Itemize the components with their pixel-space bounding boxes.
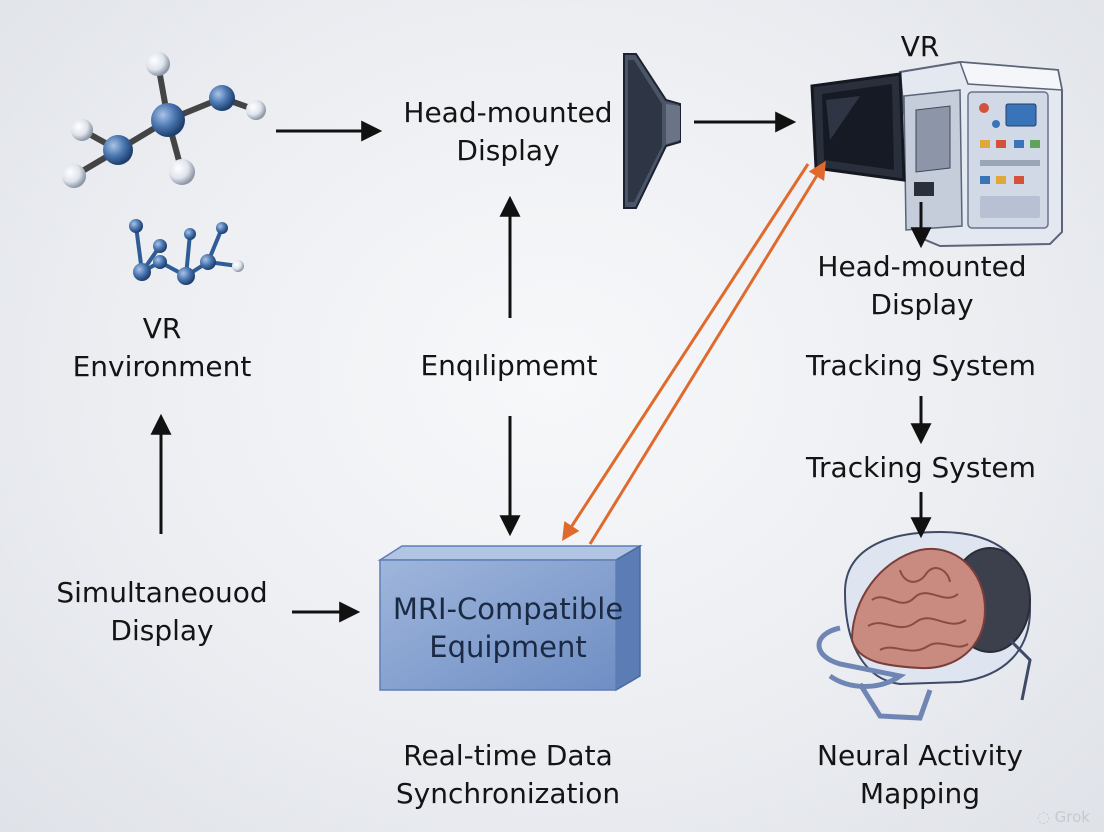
neural-activity-label: Neural Activity Mapping [800,737,1040,813]
tracking-system-2-label: Tracking System [796,449,1046,487]
molecule-small-icon [129,219,244,285]
vr-top-line-1: VR [900,30,940,63]
vr-environment-label: VR Environment [62,310,262,386]
watermark-logo-icon: ◌ [1036,808,1055,826]
vr-console-icon [810,60,1063,248]
hmd-right-line-1: Head-mounted [817,250,1027,283]
simultaneous-display-label: Simultaneouod Display [40,574,284,650]
mri-box-label: MRI-Compatible Equipment [382,590,634,666]
vr-environment-line-2: Environment [72,350,252,383]
hmd-top-label: Head-mounted Display [388,94,628,170]
realtime-line-2: Synchronization [395,777,621,810]
mri-scanner-brain-icon [816,530,1032,721]
hmd-right-label: Head-mounted Display [802,248,1042,324]
hmd-top-line-2: Display [456,134,560,167]
watermark-text: Grok [1054,808,1090,826]
simultaneous-line-2: Display [110,614,214,647]
mri-equipment-box [377,544,643,692]
realtime-line-1: Real-time Data [403,739,613,772]
vr-top-label: VR [880,28,960,66]
vr-environment-line-1: VR [142,312,182,345]
molecule-icon [62,52,266,188]
sync-arrow-to-mri [562,163,810,542]
watermark: ◌ Grok [1037,808,1090,826]
hmd-top-line-1: Head-mounted [403,96,613,129]
equipment-line-1: Enqılipmemt [420,349,598,382]
hmd-lens-icon [623,53,681,209]
neural-line-2: Mapping [859,777,981,810]
hmd-right-line-2: Display [870,288,974,321]
sync-arrow-to-vr [588,160,826,545]
tracking-system-1-label: Tracking System [796,347,1046,385]
simultaneous-line-1: Simultaneouod [56,576,268,609]
mri-box-line-1: MRI-Compatible [392,592,624,626]
tracking-2-line-1: Tracking System [806,451,1036,484]
neural-line-1: Neural Activity [817,739,1023,772]
tracking-1-line-1: Tracking System [806,349,1036,382]
realtime-sync-label: Real-time Data Synchronization [382,737,634,813]
mri-box-line-2: Equipment [429,630,587,664]
equipment-label: Enqılipmemt [394,347,624,385]
